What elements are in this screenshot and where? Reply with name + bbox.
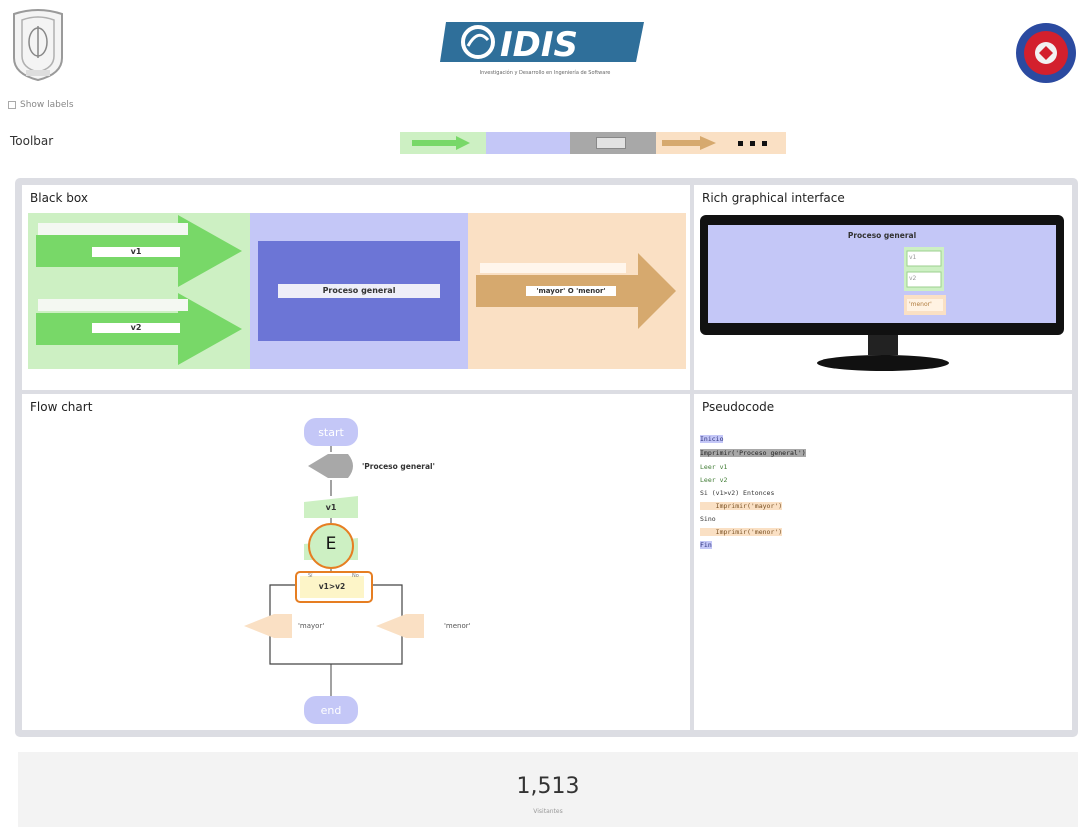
black-box-title: Black box	[30, 191, 88, 205]
flow-marker-label: E	[325, 534, 337, 554]
toolbar-display-tool[interactable]	[570, 132, 656, 154]
toolbar-process-tool[interactable]	[486, 132, 570, 154]
pseudocode-line: Fin	[700, 541, 712, 549]
pseudocode-title: Pseudocode	[702, 400, 775, 414]
show-labels-label: Show labels	[20, 100, 74, 110]
toolbar-more-button[interactable]	[728, 132, 786, 154]
flow-start-label: start	[318, 426, 344, 439]
black-box-input-area: v1 v2	[28, 213, 250, 369]
flow-end-node	[304, 696, 358, 724]
pseudocode-panel: Pseudocode Inicio Imprimir('Proceso gene…	[694, 394, 1072, 730]
flow-chart-diagram	[244, 418, 424, 724]
rich-interface-panel: Rich graphical interface Proceso general…	[694, 185, 1072, 390]
flow-end-label: end	[320, 704, 342, 717]
university-seal-logo	[8, 8, 68, 84]
flow-marker-circle	[308, 523, 354, 569]
rich-field-v1[interactable]: v1	[909, 254, 917, 261]
black-box-process-area: Proceso general	[250, 213, 468, 369]
visitor-count-label: Visitantes	[533, 808, 563, 815]
flow-input-node	[304, 496, 358, 518]
flow-input-label: v1	[325, 503, 337, 512]
flow-output-right	[376, 614, 424, 638]
rich-screen-title: Proceso general	[847, 231, 917, 240]
toolbar	[400, 132, 786, 154]
black-box-output-label: 'mayor' O 'menor'	[526, 286, 616, 296]
pseudocode-line: Sino	[700, 515, 716, 523]
black-box-input-v1: v1	[92, 247, 180, 257]
flow-chart-panel: Flow chart start 'Proceso general' v1 E …	[22, 394, 690, 730]
pseudocode-line: Inicio	[700, 435, 724, 443]
flow-output-right-label: 'menor'	[444, 622, 471, 630]
flow-decision-yes: Sí	[308, 573, 313, 579]
pseudocode-line: Si (v1>v2) Entonces	[700, 489, 775, 497]
idis-tagline: Investigación y Desarrollo en Ingeniería…	[480, 69, 611, 76]
flow-display-node	[308, 454, 353, 478]
flow-start-node	[304, 418, 358, 446]
pseudocode-line: Leer v2	[700, 476, 728, 484]
toolbar-label: Toolbar	[10, 134, 54, 148]
show-labels-checkbox[interactable]	[8, 101, 16, 109]
pseudocode-line: Imprimir('menor')	[700, 528, 783, 536]
idis-logo-text: IDIS	[500, 25, 578, 65]
flow-decision-label: v1>v2	[318, 582, 346, 591]
rich-field-v2[interactable]: v2	[909, 275, 917, 282]
visitor-counter: 1,513 Visitantes	[18, 752, 1078, 827]
flow-display-label: 'Proceso general'	[362, 462, 435, 471]
monitor-illustration	[700, 215, 1064, 371]
flow-output-left	[244, 614, 292, 638]
pseudocode-line: Leer v1	[700, 463, 728, 471]
pseudocode-line: Imprimir('Proceso general')	[700, 449, 806, 457]
toolbar-output-tool[interactable]	[656, 132, 728, 154]
idis-logo: IDIS Investigación y Desarrollo en Ingen…	[440, 18, 650, 80]
flow-decision-highlight	[295, 571, 373, 603]
flow-chart-title: Flow chart	[30, 400, 93, 414]
show-labels-toggle[interactable]: Show labels	[8, 100, 74, 110]
toolbar-input-tool[interactable]	[400, 132, 486, 154]
rich-interface-title: Rich graphical interface	[702, 191, 845, 205]
flow-output-left-label: 'mayor'	[298, 622, 325, 630]
rich-output-value: 'menor'	[909, 301, 932, 308]
flow-decision-no: No	[352, 573, 359, 579]
black-box-process-label: Proceso general	[278, 284, 440, 298]
black-box-output-area: 'mayor' O 'menor'	[468, 213, 686, 369]
university-badge-logo	[1015, 22, 1077, 84]
black-box-input-v2: v2	[92, 323, 180, 333]
black-box-panel: Black box v1 v2 Proceso general 'mayor' …	[22, 185, 690, 390]
visitor-count: 1,513	[516, 774, 580, 799]
pseudocode-line: Imprimir('mayor')	[700, 502, 783, 510]
